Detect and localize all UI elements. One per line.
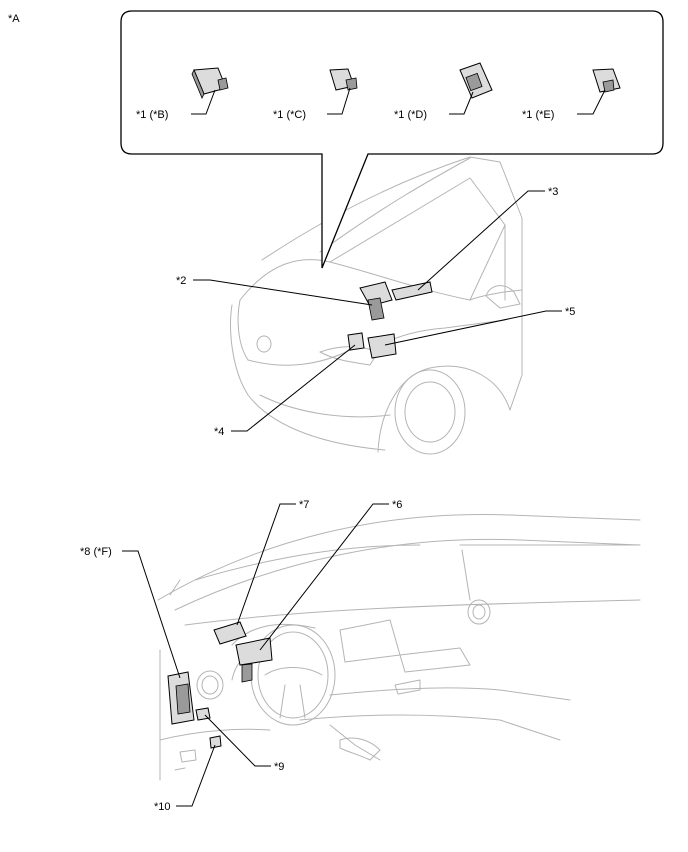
ecu-module-b: [191, 67, 229, 99]
callout-8: *8 (*F): [80, 546, 112, 558]
callout-1c: *1 (*C): [273, 109, 306, 121]
callout-2: *2: [176, 275, 186, 287]
ecu-module-d: [459, 62, 493, 99]
callout-5: *5: [565, 306, 575, 318]
ecu-module-c: [329, 68, 358, 91]
figure-label: *A: [8, 13, 20, 25]
callout-9: *9: [274, 761, 284, 773]
callout-1e: *1 (*E): [522, 109, 554, 121]
callout-box: [120, 10, 664, 269]
callout-10: *10: [154, 801, 171, 813]
interior-components: [167, 621, 273, 749]
callout-6: *6: [392, 499, 402, 511]
callout-1b: *1 (*B): [136, 109, 168, 121]
car-exterior-illustration: [230, 156, 523, 455]
callout-3: *3: [548, 186, 558, 198]
callout-1d: *1 (*D): [394, 109, 427, 121]
callout-4: *4: [214, 426, 224, 438]
ecu-module-e: [592, 68, 621, 93]
callout-7: *7: [299, 499, 309, 511]
engine-room-components: [347, 281, 433, 359]
